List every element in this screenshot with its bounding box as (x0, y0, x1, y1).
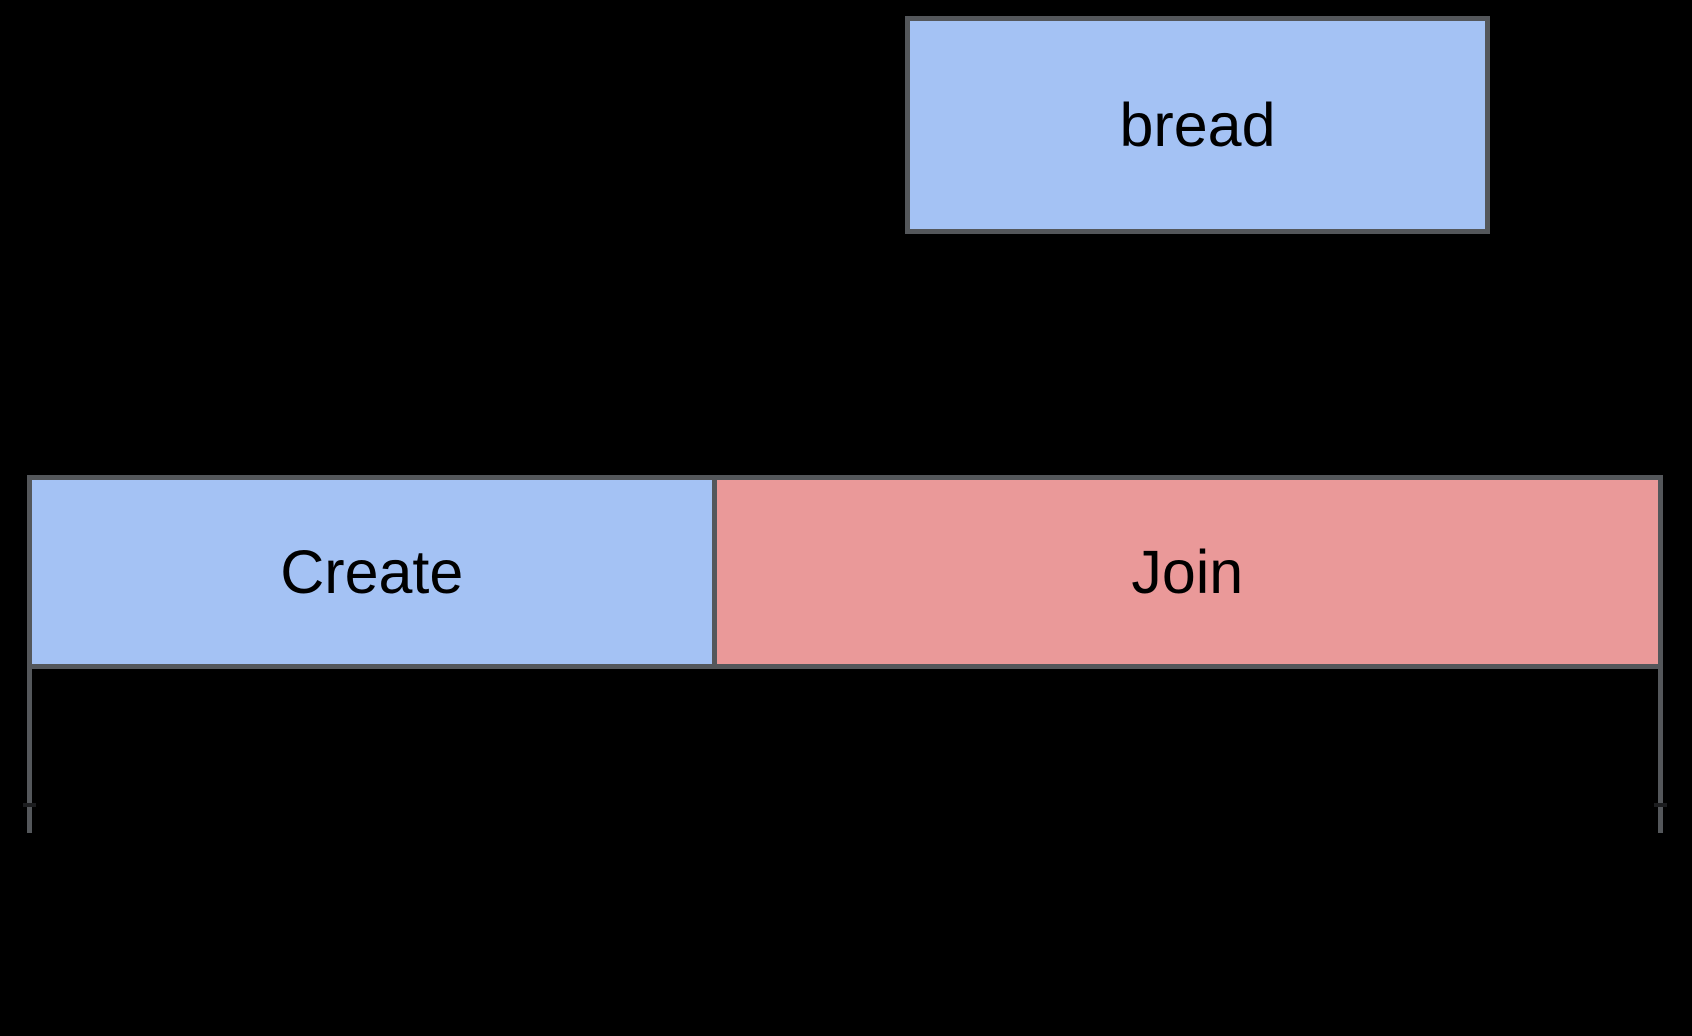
bracket-left-line (27, 667, 32, 833)
bread-box: bread (905, 16, 1490, 234)
bracket-right-tick (1654, 803, 1667, 807)
segment-create: Create (32, 480, 717, 664)
join-label: Join (1131, 537, 1244, 606)
tape-bar: Create Join (27, 475, 1663, 669)
bread-label: bread (1119, 90, 1276, 159)
bracket-right-line (1658, 667, 1663, 833)
bracket-left-tick (23, 803, 36, 807)
create-label: Create (280, 537, 464, 606)
segment-join: Join (716, 480, 1658, 664)
